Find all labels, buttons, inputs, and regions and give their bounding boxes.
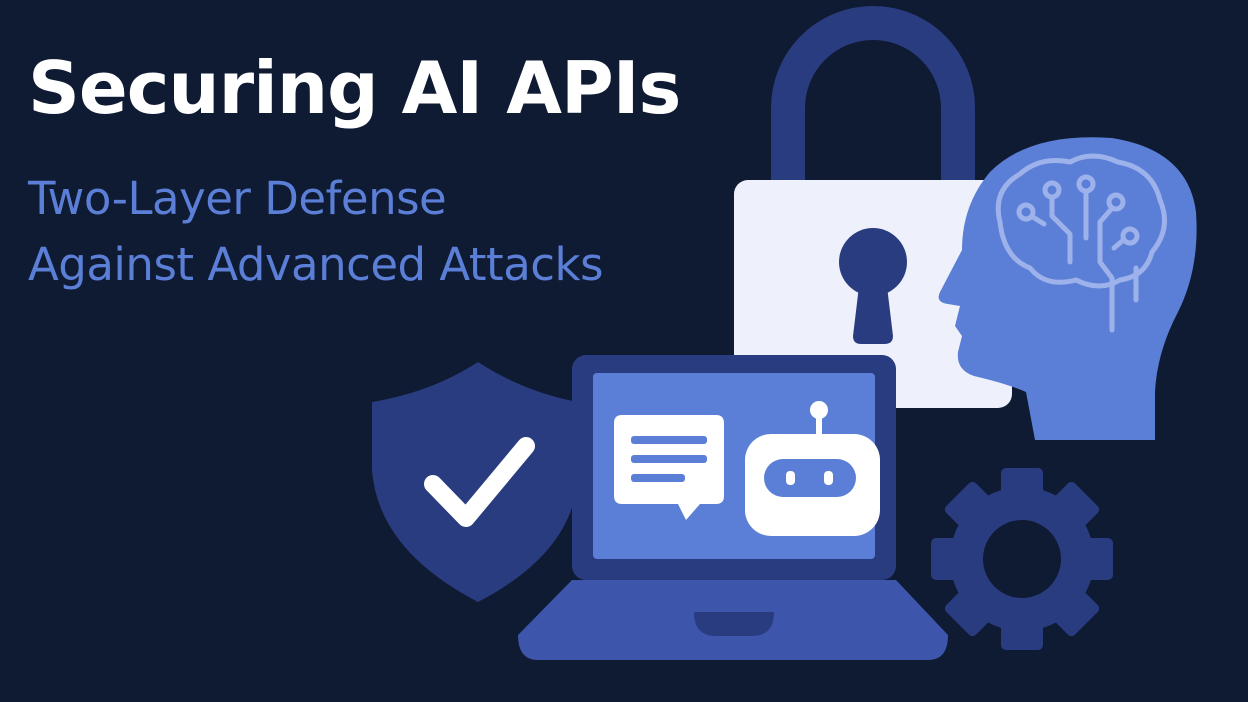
gear-icon (931, 468, 1113, 650)
chat-bubble-icon (614, 415, 724, 520)
brain-circuit-icon (995, 153, 1167, 333)
shield-check-icon (372, 362, 578, 602)
subtitle: Two-Layer Defense Against Advanced Attac… (28, 166, 604, 298)
laptop-icon (518, 355, 948, 660)
subtitle-line-1: Two-Layer Defense (28, 172, 447, 225)
page-title: Securing AI APIs (28, 46, 681, 130)
padlock-icon (734, 6, 1012, 408)
subtitle-line-2: Against Advanced Attacks (28, 238, 604, 291)
robot-icon (745, 401, 880, 536)
ai-head-icon (938, 137, 1197, 440)
keyhole-icon (839, 228, 907, 344)
